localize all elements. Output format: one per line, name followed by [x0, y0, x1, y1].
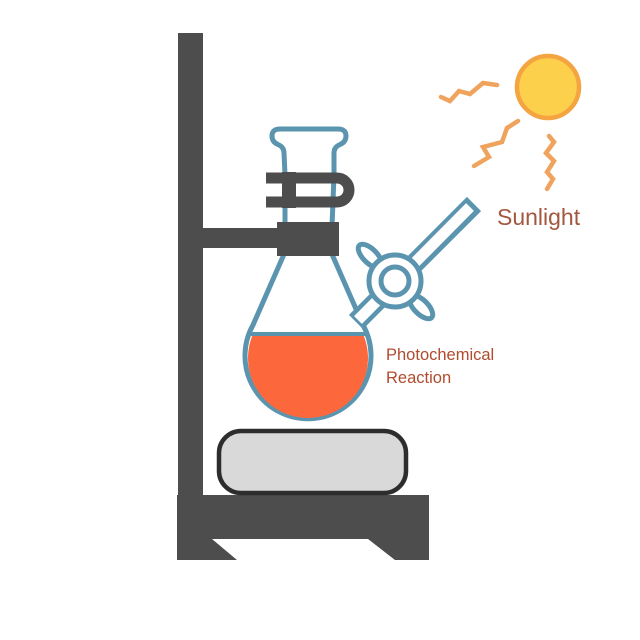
clamp-jaw-screw [282, 172, 296, 208]
clamp-jaw-icon [266, 172, 355, 208]
clamp-block-icon [277, 222, 339, 256]
sun-icon [514, 53, 582, 121]
hot-plate-icon [216, 428, 409, 496]
photochemical-reaction-label: Photochemical Reaction [386, 346, 495, 387]
sunlight-label: Sunlight [497, 204, 581, 230]
stand-base-icon [177, 495, 429, 560]
sun-ray-middle-icon [471, 118, 521, 169]
clamp-arm-icon [202, 228, 280, 248]
sun-ray-lower-icon [543, 133, 557, 192]
stand-pole-icon [178, 33, 203, 560]
sun-ray-upper-left-icon [438, 80, 500, 104]
stopcock-bore-icon [378, 264, 412, 298]
flask-liquid [248, 334, 368, 418]
